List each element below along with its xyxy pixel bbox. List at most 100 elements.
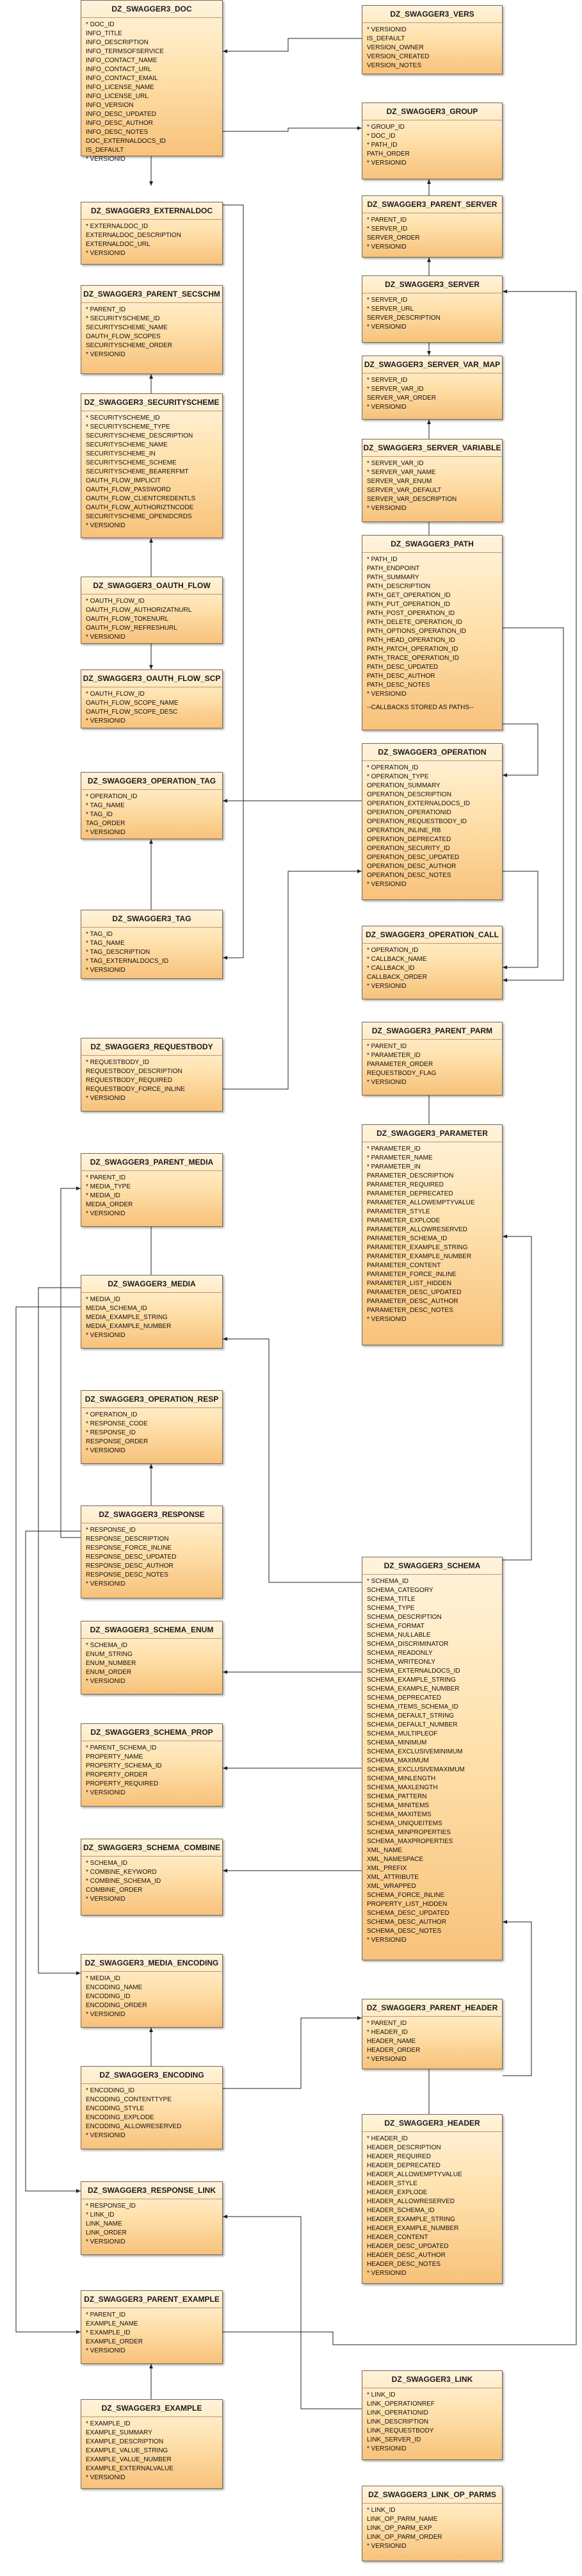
entity-field: SCHEMA_DEFAULT_STRING [367,1712,454,1719]
entity-field: * PARAMETER_ID [367,1145,421,1153]
entity-operation[interactable]: DZ_SWAGGER3_OPERATION * OPERATION_ID* OP… [362,743,503,900]
entity-field: SCHEMA_NULLABLE [367,1632,431,1639]
entity-field: LINK_REQUESTBODY [367,2427,434,2434]
entity-field: * PARAMETER_ID [367,1052,421,1059]
entity-title: DZ_SWAGGER3_SCHEMA [362,1557,502,1575]
entity-requestbody[interactable]: DZ_SWAGGER3_REQUESTBODY * REQUESTBODY_ID… [81,1038,223,1112]
entity-field: * PARENT_ID [367,217,407,224]
entity-tag[interactable]: DZ_SWAGGER3_TAG * TAG_ID* TAG_NAME* TAG_… [81,910,223,979]
entity-field: * SERVER_ID [367,377,408,384]
entity-server-variable[interactable]: DZ_SWAGGER3_SERVER_VARIABLE * SERVER_VAR… [362,439,503,522]
entity-field: PARAMETER_ORDER [367,1061,433,1068]
entity-field: * HEADER_ID [367,2029,408,2036]
entity-field: MEDIA_EXAMPLE_NUMBER [86,1323,172,1330]
entity-parameter[interactable]: DZ_SWAGGER3_PARAMETER * PARAMETER_ID* PA… [362,1124,503,1345]
entity-field: * CALLBACK_NAME [367,956,427,963]
link-doc-group [223,126,362,132]
entity-parent-media[interactable]: DZ_SWAGGER3_PARENT_MEDIA * PARENT_ID* ME… [81,1153,223,1227]
entity-field: PARAMETER_EXPLODE [367,1217,441,1224]
entity-response-link[interactable]: DZ_SWAGGER3_RESPONSE_LINK * RESPONSE_ID*… [81,2181,223,2255]
entity-field: HEADER_STYLE [367,2180,417,2187]
entity-field: * SECURITYSCHEME_TYPE [86,423,170,431]
entity-field: * VERSIONID [86,967,125,974]
entity-field: PATH_DESC_AUTHOR [367,673,435,680]
entity-field: * VERSIONID [86,250,125,257]
entity-field: * TAG_ID [86,931,113,938]
entity-field: HEADER_ALLOWEMPTYVALUE [367,2171,462,2178]
entity-field: XML_PREFIX [367,1865,407,1872]
entity-field: EXAMPLE_ORDER [86,2338,143,2345]
entity-schema-combine[interactable]: DZ_SWAGGER3_SCHEMA_COMBINE * SCHEMA_ID* … [81,1839,223,1916]
entity-field: PATH_OPTIONS_OPERATION_ID [367,628,467,635]
entity-field: SERVER_VAR_DEFAULT [367,487,442,494]
entity-field: * VERSIONID [367,243,407,250]
entity-parent-parm[interactable]: DZ_SWAGGER3_PARENT_PARM * PARENT_ID* PAR… [362,1022,503,1095]
entity-field: PARAMETER_DESCRIPTION [367,1172,454,1179]
entity-field: ENCODING_ORDER [86,2002,147,2009]
entity-parent-secschm[interactable]: DZ_SWAGGER3_PARENT_SECSCHM * PARENT_ID* … [81,285,223,374]
entity-field: * VERSIONID [367,1079,407,1086]
entity-group[interactable]: DZ_SWAGGER3_GROUP * GROUP_ID* DOC_ID* PA… [362,103,503,179]
entity-securityscheme[interactable]: DZ_SWAGGER3_SECURITYSCHEME * SECURITYSCH… [81,393,223,538]
entity-field: * SCHEMA_ID [367,1578,409,1585]
entity-operation-resp[interactable]: DZ_SWAGGER3_OPERATION_RESP * OPERATION_I… [81,1390,223,1464]
entity-server-var-map[interactable]: DZ_SWAGGER3_SERVER_VAR_MAP * SERVER_ID* … [362,356,503,420]
entity-field: INFO_DESCRIPTION [86,39,149,46]
link-externaldoc-tag [223,204,244,960]
entity-server[interactable]: DZ_SWAGGER3_SERVER * SERVER_ID* SERVER_U… [362,275,503,343]
entity-title: DZ_SWAGGER3_RESPONSE_LINK [81,2182,222,2199]
entity-field: * PARENT_SCHEMA_ID [86,1744,157,1752]
entity-parent-server[interactable]: DZ_SWAGGER3_PARENT_SERVER * PARENT_ID* S… [362,195,503,258]
entity-field: PARAMETER_DESC_NOTES [367,1307,453,1314]
entity-field: * EXAMPLE_ID [86,2329,131,2336]
entity-field: INFO_VERSION [86,102,134,109]
entity-parent-header[interactable]: DZ_SWAGGER3_PARENT_HEADER * PARENT_ID* H… [362,1999,503,2069]
entity-field: SERVER_ORDER [367,234,420,242]
entity-field: SCHEMA_EXCLUSIVEMINIMUM [367,1748,463,1755]
entity-field: * LINK_ID [367,2507,396,2514]
entity-field: SCHEMA_ITEMS_SCHEMA_ID [367,1703,458,1710]
entity-operation-tag[interactable]: DZ_SWAGGER3_OPERATION_TAG * OPERATION_ID… [81,772,223,839]
entity-title: DZ_SWAGGER3_PARENT_SECSCHM [81,286,222,303]
entity-field: SCHEMA_FORMAT [367,1623,424,1630]
entity-field: IS_DEFAULT [367,35,405,42]
entity-field: PARAMETER_DEPRECATED [367,1190,453,1197]
entity-field: * VERSIONID [367,2445,407,2452]
entity-field: * OPERATION_ID [367,764,419,771]
link-path-operationcall [503,627,564,982]
entity-field: * VERSIONID [367,2056,407,2063]
entity-field: EXAMPLE_NAME [86,2320,138,2327]
entity-field: SCHEMA_WRITEONLY [367,1659,436,1666]
link-link-responselink [223,2215,362,2409]
entity-field: SCHEMA_EXCLUSIVEMAXIMUM [367,1766,465,1773]
entity-operation-call[interactable]: DZ_SWAGGER3_OPERATION_CALL * OPERATION_I… [362,926,503,999]
entity-field: SCHEMA_DESC_NOTES [367,1928,442,1935]
entity-externaldoc[interactable]: DZ_SWAGGER3_EXTERNALDOC * EXTERNALDOC_ID… [81,202,223,265]
entity-field: ENUM_ORDER [86,1669,132,1676]
entity-title: DZ_SWAGGER3_OAUTH_FLOW [81,577,222,595]
entity-field: PATH_ENDPOINT [367,565,420,572]
entity-oauth-flow-scp[interactable]: DZ_SWAGGER3_OAUTH_FLOW_SCP * OAUTH_FLOW_… [81,669,223,728]
entity-title: DZ_SWAGGER3_OPERATION_CALL [362,926,502,944]
entity-title: DZ_SWAGGER3_MEDIA_ENCODING [81,1955,222,1972]
entity-schema-prop[interactable]: DZ_SWAGGER3_SCHEMA_PROP * PARENT_SCHEMA_… [81,1723,223,1807]
entity-field: SCHEMA_FORCE_INLINE [367,1892,445,1899]
entity-field: SERVER_DESCRIPTION [367,315,441,322]
entity-field: PROPERTY_SCHEMA_ID [86,1762,162,1769]
entity-field: SCHEMA_EXAMPLE_STRING [367,1677,456,1684]
